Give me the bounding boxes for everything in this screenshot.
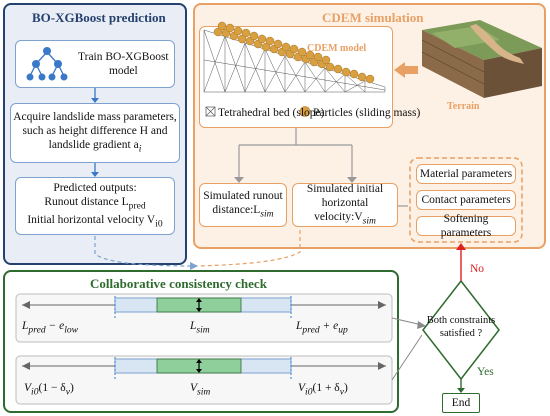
sim-vel-line-2-sub: sim <box>362 215 376 227</box>
acquire-line-3: landslide gradient ai <box>49 138 142 156</box>
acquire-line-3-sub: i <box>138 143 142 155</box>
sim-runout-line-2-sub: sim <box>260 208 274 220</box>
acquire-parameters-box: Acquire landslide mass parameters, such … <box>10 103 180 163</box>
sim-vel-line-1: Simulated initial <box>306 182 384 195</box>
contact-parameters-box: Contact parameters <box>416 190 516 210</box>
row1-upper-rest-sub: up <box>338 324 348 336</box>
row1-upper-bound: Lpred + eup <box>296 320 348 335</box>
row1-lower-bound: Lpred − elow <box>22 320 78 335</box>
row2-upper-close: ) <box>343 382 348 394</box>
row1-lower-var: L <box>22 320 29 332</box>
row1-center-var: L <box>190 320 197 332</box>
decision-line-1: Both constraints <box>426 315 496 326</box>
row2-center-var: V <box>190 382 198 394</box>
row2-lower-var: V <box>24 382 32 394</box>
sim-runout-line-2-text: distance:L <box>212 203 261 216</box>
yes-label: Yes <box>477 366 494 378</box>
row2-lower-rest: (1 − δ <box>38 382 66 394</box>
row2-upper-bound: Vi0(1 + δv) <box>298 382 348 397</box>
softening-parameters-box: Softening parameters <box>416 213 516 239</box>
bo-xgboost-title: BO-XGBoost prediction <box>32 10 166 25</box>
no-label: No <box>470 263 485 275</box>
decision-text: Both constraints satisfied ? <box>425 314 497 340</box>
end-box: End <box>442 393 480 413</box>
predicted-line-1: Predicted outputs: <box>53 181 137 194</box>
mesh-legend-label: Tetrahedral bed (slope) <box>218 107 325 119</box>
predicted-outputs-box: Predicted outputs: Runout distance Lpred… <box>15 177 175 235</box>
row1-upper-var: L <box>296 320 303 332</box>
row1-lower-rest-sub: low <box>64 324 79 336</box>
sim-runout-line-1: Simulated runout <box>203 189 283 202</box>
simulated-runout-box: Simulated runout distance:Lsim <box>199 183 287 227</box>
predicted-line-2-sub: pred <box>128 200 146 211</box>
row2-center-label: Vsim <box>190 382 210 397</box>
row2-lower-rest-sub: v <box>65 386 70 398</box>
row2-upper-var-sub: i0 <box>305 386 313 398</box>
row1-upper-var-sub: pred <box>302 324 320 336</box>
row1-lower-var-sub: pred <box>28 324 46 336</box>
row1-center-var-sub: sim <box>196 324 210 336</box>
terrain-label: Terrain <box>447 101 480 112</box>
material-parameters-box: Material parameters <box>416 164 516 184</box>
simulated-velocity-box: Simulated initial horizontal velocity:Vs… <box>292 183 398 227</box>
sim-vel-line-2: horizontal velocity:Vsim <box>293 196 397 228</box>
row2-upper-rest-sub: v <box>339 386 344 398</box>
row2-lower-var-sub: i0 <box>31 386 39 398</box>
row2-lower-close: ) <box>69 382 74 394</box>
row2-upper-rest: (1 + δ <box>312 382 340 394</box>
sim-vel-line-2-text: horizontal velocity:V <box>314 196 369 223</box>
train-line-2: model <box>108 65 138 77</box>
predicted-line-3-text: Initial horizontal velocity V <box>27 214 156 226</box>
train-model-box: Train BO-XGBoost model <box>15 40 175 88</box>
cdem-title: CDEM simulation <box>322 10 424 25</box>
predicted-line-3-sub: i0 <box>155 218 163 230</box>
row2-lower-bound: Vi0(1 − δv) <box>24 382 74 397</box>
sim-runout-line-2: distance:Lsim <box>212 203 273 221</box>
acquire-line-3-text: landslide gradient a <box>48 138 139 151</box>
train-line-1: Train BO-XGBoost <box>78 51 169 63</box>
predicted-line-2: Runout distance Lpred <box>44 195 145 213</box>
tree-icon <box>26 47 68 81</box>
row2-center-var-sub: sim <box>197 386 211 398</box>
row1-upper-rest: + e <box>319 320 339 332</box>
decision-line-2: satisfied ? <box>439 328 483 339</box>
acquire-line-2: such as height difference H and <box>22 124 168 137</box>
particle-legend-label: Particles (sliding mass) <box>313 107 421 119</box>
acquire-line-1: Acquire landslide mass parameters, <box>13 110 177 123</box>
predicted-line-2-text: Runout distance L <box>44 195 129 208</box>
cdem-model-label: CDEM model <box>307 43 367 54</box>
consistency-check-title: Collaborative consistency check <box>90 276 267 291</box>
row1-lower-rest: − e <box>45 320 65 332</box>
row2-upper-var: V <box>298 382 306 394</box>
predicted-line-3: Initial horizontal velocity Vi0 <box>27 213 162 231</box>
row1-center-label: Lsim <box>190 320 210 335</box>
